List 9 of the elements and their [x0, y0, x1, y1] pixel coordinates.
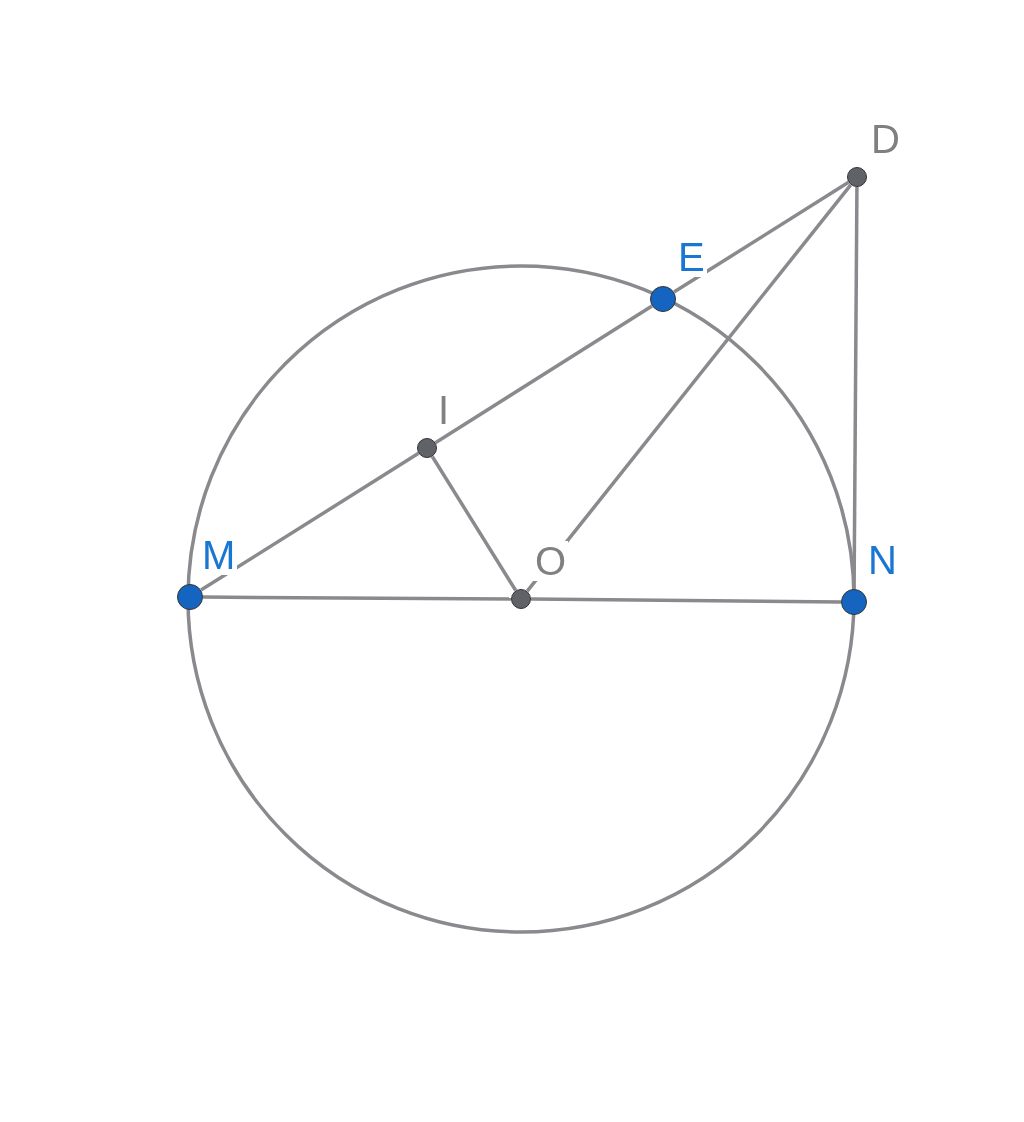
line-segment	[430, 455, 518, 592]
line-segment	[434, 304, 653, 445]
line-segment	[525, 183, 853, 593]
line-segment	[852, 187, 859, 589]
line-segment	[203, 595, 511, 601]
line-segment	[200, 451, 420, 592]
line-segment	[673, 180, 850, 294]
line-segment	[531, 597, 841, 604]
point-label: O	[533, 541, 569, 581]
